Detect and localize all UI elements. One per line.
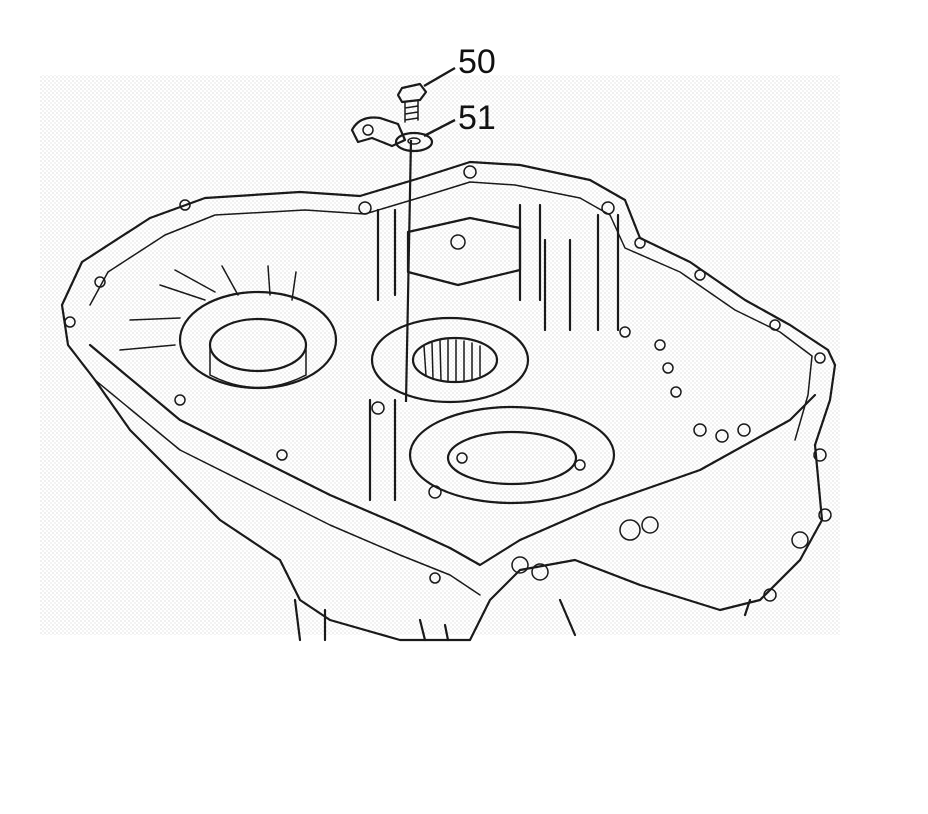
case-posts <box>368 203 620 502</box>
lower-bearing-bore-outer <box>408 405 616 505</box>
callout-50-label: 50 <box>458 43 496 81</box>
case-inner-flange <box>89 181 813 441</box>
right-side-holes <box>511 339 809 602</box>
perimeter-bolt-holes <box>64 165 832 584</box>
case-lower-legs <box>293 598 752 642</box>
callout-51-leader <box>423 118 456 138</box>
washer-clip-icon <box>350 116 434 153</box>
center-bearing-outer <box>370 316 530 404</box>
lower-bearing-bore-inner <box>446 430 578 486</box>
transmission-case <box>60 160 837 642</box>
center-bearing-rollers <box>423 339 481 383</box>
callout-50-leader <box>423 66 456 88</box>
fastener-assembly: 50 51 <box>350 43 496 403</box>
case-flange-outline <box>60 160 837 642</box>
upper-pad-bolt-hole <box>450 234 466 250</box>
callout-51-label: 51 <box>458 99 496 137</box>
case-front-face-lower <box>94 379 481 596</box>
left-bore-wall <box>209 344 307 389</box>
case-front-face <box>88 343 817 567</box>
installation-guide-line <box>404 139 413 403</box>
center-bearing-race <box>411 336 499 384</box>
bolt-icon <box>396 82 428 123</box>
case-ribs <box>119 265 297 351</box>
